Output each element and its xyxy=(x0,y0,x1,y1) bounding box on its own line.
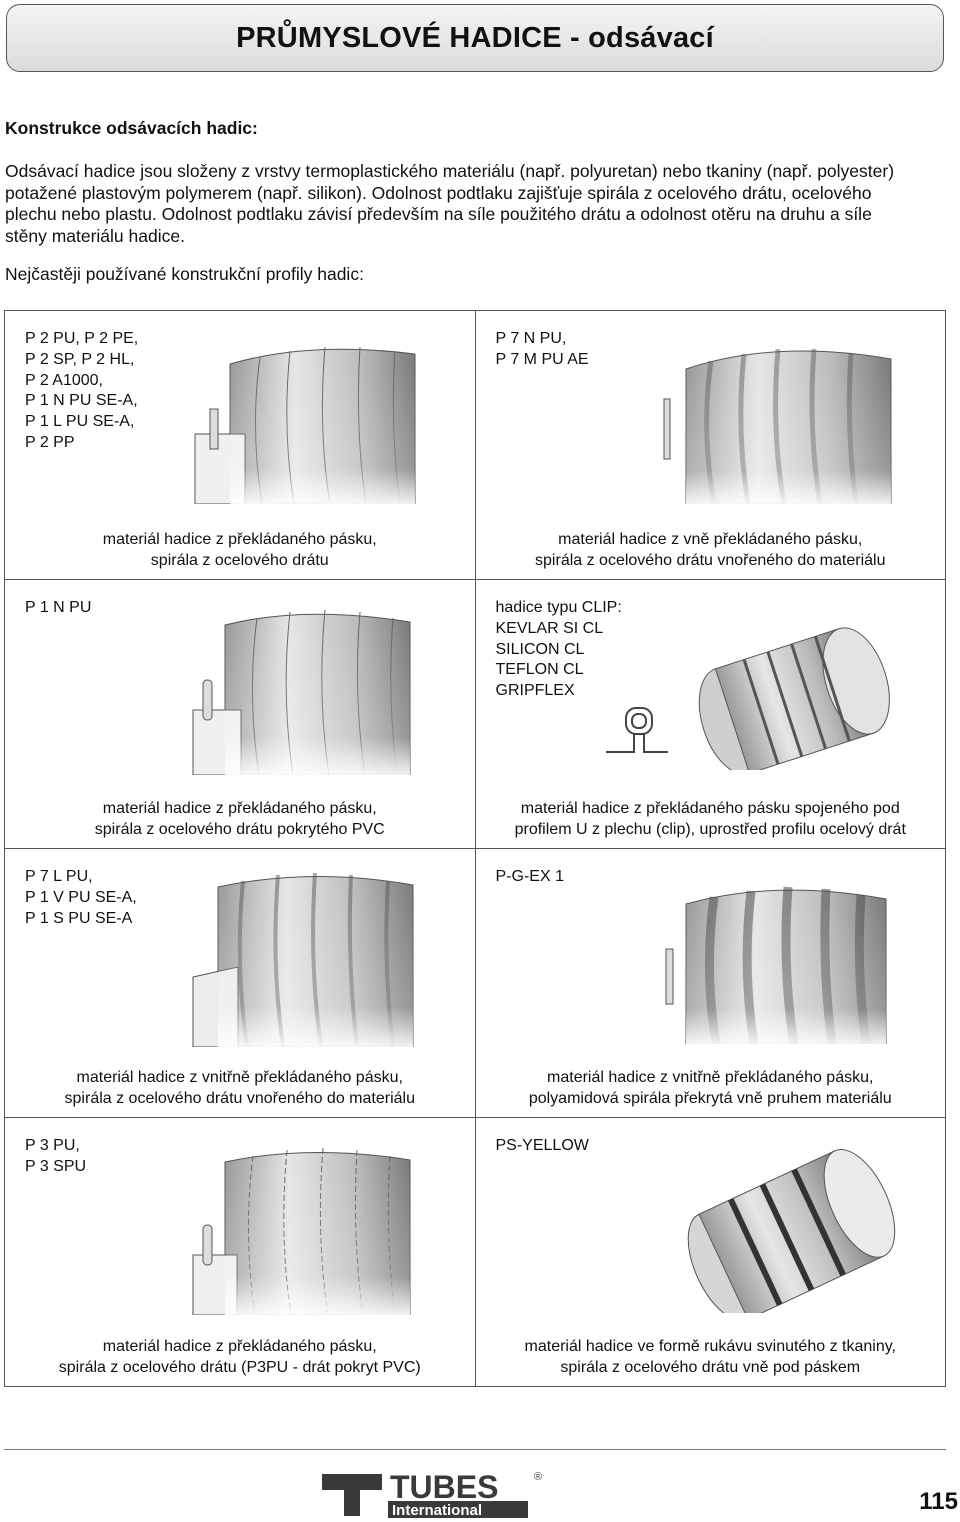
profile-label: TEFLON CL xyxy=(495,661,584,679)
caption-line: spirála z ocelového drátu pokrytého PVC xyxy=(94,821,385,838)
profile-label: P-G-EX 1 xyxy=(495,868,564,885)
profile-caption: materiál hadice ve formě rukávu svinutéh… xyxy=(476,1336,946,1378)
profile-label: P 2 PP xyxy=(25,433,75,451)
svg-text:®: ® xyxy=(534,1471,542,1483)
profile-label: PS-YELLOW xyxy=(495,1137,589,1154)
profile-label: P 1 S PU SE-A xyxy=(25,909,133,927)
profile-labels: P 1 N PU xyxy=(25,598,91,619)
caption-line: profilem U z plechu (clip), uprostřed pr… xyxy=(514,821,906,838)
profile-labels: P-G-EX 1 xyxy=(496,867,564,888)
profile-cell: PS-YELLOW materiál hadice ve formě rukáv… xyxy=(474,1117,946,1387)
profile-label: P 2 SP, P 2 HL, xyxy=(25,350,135,368)
profile-label: GRIPFLEX xyxy=(495,682,575,700)
caption-line: spirála z ocelového drátu (P3PU - drát p… xyxy=(58,1359,421,1376)
profile-label: P 2 A1000, xyxy=(25,371,103,389)
profiles-table: P 2 PU, P 2 PE, P 2 SP, P 2 HL, P 2 A100… xyxy=(4,310,946,1387)
clip-hose-illustration xyxy=(605,627,890,770)
page-title: PRŮMYSLOVÉ HADICE - odsávací xyxy=(236,21,714,54)
profile-labels: P 3 PU, P 3 SPU xyxy=(25,1136,86,1178)
page-title-box: PRŮMYSLOVÉ HADICE - odsávací xyxy=(6,4,944,72)
profile-cell: P-G-EX 1 materiál hadice z vnitřně překl… xyxy=(474,848,946,1118)
profile-caption: materiál hadice z překládaného pásku spo… xyxy=(476,798,946,840)
profile-caption: materiál hadice z překládaného pásku, sp… xyxy=(5,1336,475,1378)
profile-caption: materiál hadice z vnitřně překládaného p… xyxy=(5,1067,475,1109)
profile-label: P 3 SPU xyxy=(25,1157,87,1175)
profile-labels: P 2 PU, P 2 PE, P 2 SP, P 2 HL, P 2 A100… xyxy=(25,329,138,454)
profile-cell: P 3 PU, P 3 SPU materiál hadice z překlá… xyxy=(4,1117,476,1387)
caption-line: materiál hadice z vnitřně překládaného p… xyxy=(547,1069,874,1086)
profile-label: P 1 L PU SE-A, xyxy=(25,413,135,431)
caption-line: materiál hadice z překládaného pásku spo… xyxy=(520,800,900,817)
profile-cell: hadice typu CLIP: KEVLAR SI CL SILICON C… xyxy=(474,579,946,849)
profile-caption: materiál hadice z vnitřně překládaného p… xyxy=(476,1067,946,1109)
profile-label: SILICON CL xyxy=(495,640,585,658)
profile-labels: hadice typu CLIP: KEVLAR SI CL SILICON C… xyxy=(496,598,622,702)
profile-label: P 7 N PU, xyxy=(495,330,567,347)
hose-cutaway-taped-illustration xyxy=(194,346,416,504)
profile-cell: P 1 N PU materiál hadice z překládaného … xyxy=(4,579,476,849)
profile-labels: P 7 N PU, P 7 M PU AE xyxy=(496,329,589,371)
caption-line: materiál hadice z vně překládaného pásku… xyxy=(558,531,863,548)
intro-line: potažené plastovým polymerem (např. sili… xyxy=(5,182,872,203)
page-number: 115 xyxy=(919,1488,958,1515)
profile-label: P 2 PU, P 2 PE, xyxy=(25,330,139,347)
profile-label: P 7 L PU, xyxy=(25,868,93,885)
profile-labels: P 7 L PU, P 1 V PU SE-A, P 1 S PU SE-A xyxy=(25,867,137,929)
intro-line: stěny materiálu hadice. xyxy=(5,225,185,246)
hose-cutaway-inner-illustration xyxy=(192,872,414,1047)
profiles-label: Nejčastěji používané konstrukční profily… xyxy=(5,264,364,284)
caption-line: materiál hadice z překládaného pásku, xyxy=(102,531,377,548)
caption-line: spirála z ocelového drátu vnořeného do m… xyxy=(64,1090,415,1107)
tubes-international-logo: TUBES ® International xyxy=(322,1469,542,1519)
caption-line: materiál hadice z vnitřně překládaného p… xyxy=(76,1069,403,1086)
hose-cutaway-pvc-wire-illustration xyxy=(192,609,411,775)
intro-paragraph: Odsávací hadice jsou složeny z vrstvy te… xyxy=(5,161,950,247)
profile-label: P 1 V PU SE-A, xyxy=(25,888,137,906)
profile-label: P 3 PU, xyxy=(25,1137,80,1154)
profile-caption: materiál hadice z překládaného pásku, sp… xyxy=(5,529,475,571)
caption-line: spirála z ocelového drátu xyxy=(150,552,329,569)
profile-label: KEVLAR SI CL xyxy=(495,619,604,637)
hose-cutaway-polyamide-illustration xyxy=(665,886,886,1044)
logo-text-tubes: TUBES xyxy=(390,1469,498,1505)
profile-cell: P 7 L PU, P 1 V PU SE-A, P 1 S PU SE-A m… xyxy=(4,848,476,1118)
profile-caption: materiál hadice z vně překládaného pásku… xyxy=(476,529,946,571)
caption-line: polyamidová spirála překrytá vně pruhem … xyxy=(528,1090,892,1107)
caption-line: materiál hadice z překládaného pásku, xyxy=(102,800,377,817)
profile-cell: P 7 N PU, P 7 M PU AE materiál hadice z … xyxy=(474,310,946,580)
section-heading: Konstrukce odsávacích hadic: xyxy=(5,118,258,138)
intro-line: plechu nebo plastu. Odolnost podtlaku zá… xyxy=(5,204,872,224)
profile-caption: materiál hadice z překládaného pásku, sp… xyxy=(5,798,475,840)
intro-line: Odsávací hadice jsou složeny z vrstvy te… xyxy=(5,161,895,181)
profile-label: P 7 M PU AE xyxy=(495,350,589,368)
hose-cutaway-p3-illustration xyxy=(192,1147,411,1315)
caption-line: materiál hadice ve formě rukávu svinutéh… xyxy=(524,1338,896,1355)
footer-divider xyxy=(4,1449,946,1450)
profile-cell: P 2 PU, P 2 PE, P 2 SP, P 2 HL, P 2 A100… xyxy=(4,310,476,580)
caption-line: spirála z ocelového drátu vně pod páskem xyxy=(560,1359,861,1376)
caption-line: spirála z ocelového drátu vnořeného do m… xyxy=(535,552,886,569)
profile-label: P 1 N PU xyxy=(25,599,92,616)
profile-label: hadice typu CLIP: xyxy=(495,599,622,616)
hose-cutaway-ribbed-illustration xyxy=(663,348,891,504)
sleeve-hose-illustration xyxy=(687,1149,895,1313)
logo-text-international: International xyxy=(392,1502,482,1519)
profile-label: P 1 N PU SE-A, xyxy=(25,392,138,410)
profile-labels: PS-YELLOW xyxy=(496,1136,589,1157)
caption-line: materiál hadice z překládaného pásku, xyxy=(102,1338,377,1355)
